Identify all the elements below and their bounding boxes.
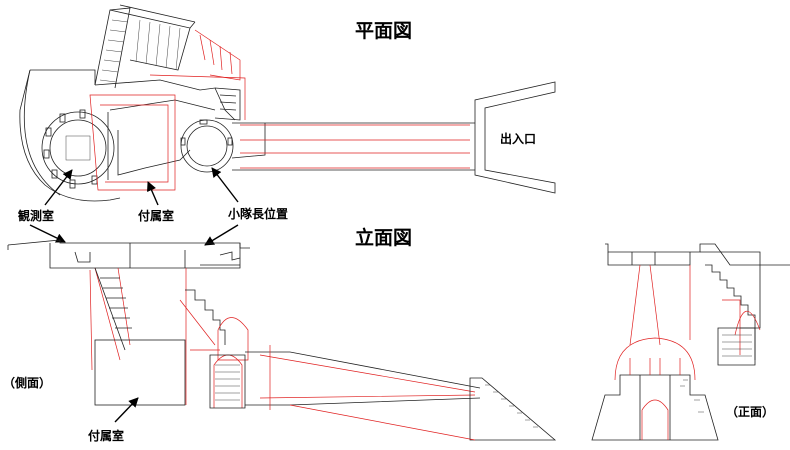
annex-room-plan-arrow: [147, 181, 159, 206]
front-view: [591, 243, 790, 441]
elevation-title: 立面図: [355, 226, 412, 249]
observation-room-arrow: [44, 169, 73, 206]
entrance-label: 出入口: [500, 131, 536, 146]
annex-room-box: [94, 339, 186, 406]
annex-room-plan-label: 付属室: [138, 208, 174, 223]
side-view-label: （側面）: [3, 375, 51, 390]
plan-view: [19, 4, 556, 202]
observation-room-circle: [41, 109, 115, 189]
plan-stairs: [94, 4, 246, 120]
annex-room-elevation-label: 付属室: [88, 428, 124, 443]
observation-room-label: 観測室: [18, 208, 54, 223]
side-view: [7, 239, 557, 441]
plan-title: 平面図: [355, 20, 412, 42]
annex-room-elevation-arrow: [114, 397, 139, 423]
squad-to-elevation-arrow: [204, 224, 239, 246]
obs-to-elevation-arrow: [29, 224, 66, 243]
entrance-structure: [474, 81, 556, 194]
squad-leader-arrow: [211, 167, 239, 203]
front-view-label: （正面）: [726, 404, 774, 419]
squad-leader-circle: [180, 119, 234, 173]
squad-leader-label: 小隊長位置: [228, 206, 288, 221]
